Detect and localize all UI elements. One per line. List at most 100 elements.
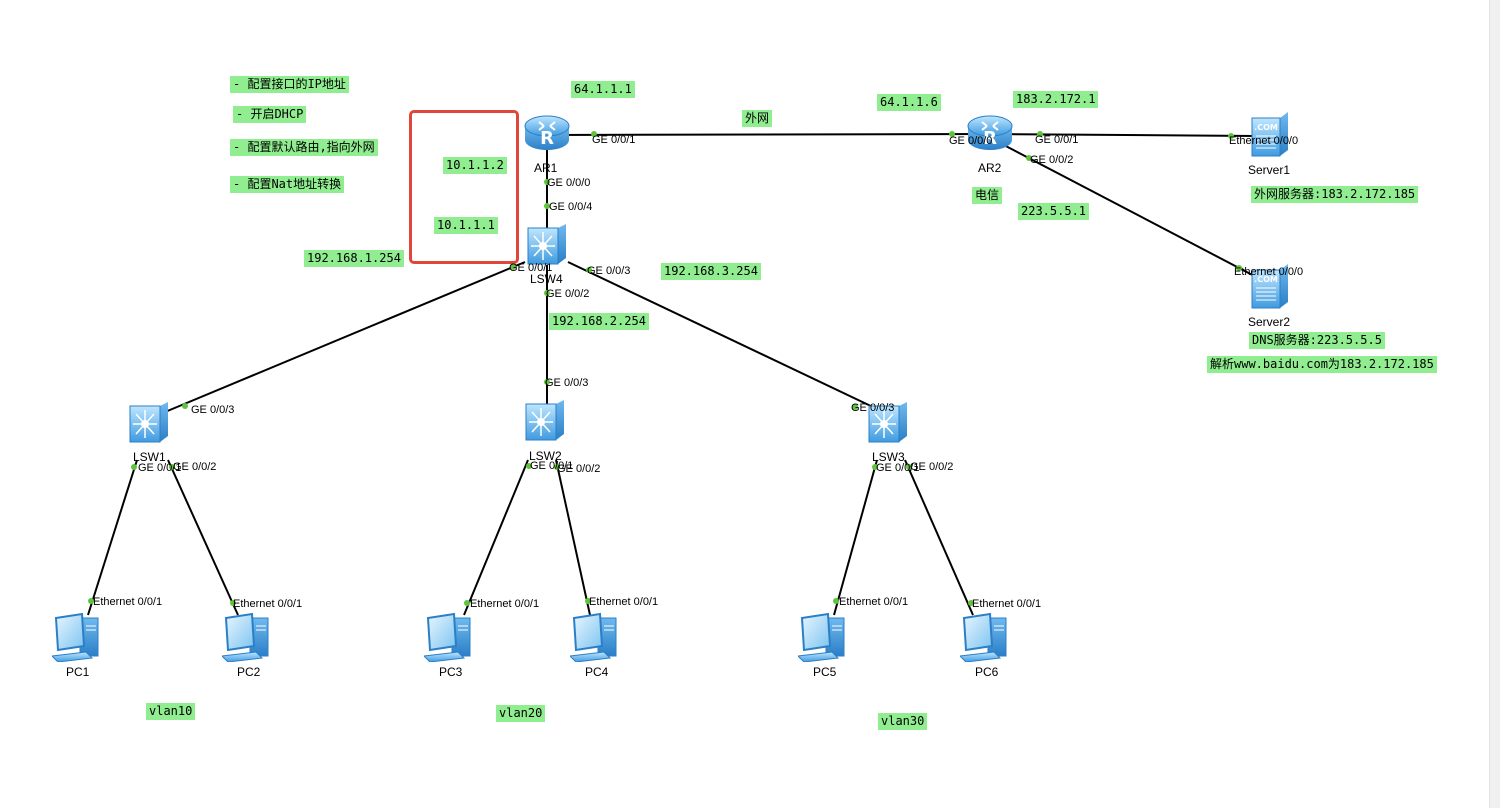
vlan10-label: vlan10 (146, 703, 196, 720)
vlan30-label: vlan30 (878, 713, 928, 730)
ip-ar1-lan: 10.1.1.2 (443, 157, 507, 174)
port-label: GE 0/0/0 (949, 135, 993, 147)
ip-vlan10-gw: 192.168.1.254 (304, 250, 404, 267)
device-label-pc2: PC2 (237, 665, 261, 679)
switch-icon[interactable] (126, 400, 172, 444)
port-dot (872, 464, 878, 470)
device-label-pc5: PC5 (813, 665, 837, 679)
zone-telecom: 电信 (972, 187, 1003, 204)
port-label: Ethernet 0/0/1 (972, 598, 1042, 610)
device-label-pc3: PC3 (439, 665, 463, 679)
port-label: GE 0/0/1 (138, 462, 182, 474)
port-label: GE 0/0/2 (1030, 154, 1074, 166)
link-ar2-server1 (989, 133, 1256, 137)
device-label-pc1: PC1 (66, 665, 90, 679)
svg-text:R: R (983, 128, 997, 149)
port-label: GE 0/0/0 (547, 177, 591, 189)
note-dns-resolve: 解析www.baidu.com为183.2.172.185 (1207, 356, 1437, 373)
port-label: GE 0/0/2 (173, 461, 217, 473)
port-label: GE 0/0/3 (851, 402, 895, 414)
note-server1: 外网服务器:183.2.172.185 (1251, 186, 1419, 203)
device-label-lsw1: LSW1 (133, 450, 166, 464)
note-default-route: - 配置默认路由,指向外网 (230, 139, 378, 156)
port-label: GE 0/0/1 (592, 134, 636, 146)
switch-icon[interactable] (865, 400, 911, 444)
port-label: GE 0/0/2 (557, 463, 601, 475)
port-label: GE 0/0/2 (546, 288, 590, 300)
port-dot (544, 379, 550, 385)
link-lsw4-lsw1 (164, 261, 526, 413)
switch-icon[interactable] (524, 222, 570, 266)
port-label: Ethernet 0/0/1 (233, 598, 303, 610)
pc-icon[interactable] (52, 612, 104, 662)
link-lsw1-pc2 (167, 459, 239, 616)
device-label-lsw2: LSW2 (529, 449, 562, 463)
port-label: Ethernet 0/0/1 (589, 596, 659, 608)
ip-lsw4-uplink: 10.1.1.1 (434, 217, 498, 234)
pc-icon[interactable] (960, 612, 1012, 662)
port-dot (88, 598, 94, 604)
port-dot (949, 131, 955, 137)
link-lsw3-pc6 (904, 459, 974, 616)
router-icon[interactable]: R (965, 108, 1015, 158)
switch-icon[interactable] (522, 398, 568, 442)
port-dot (544, 290, 550, 296)
pc-icon[interactable] (798, 612, 850, 662)
port-dot (554, 464, 560, 470)
port-dot (585, 598, 591, 604)
svg-text:.COM: .COM (1254, 123, 1278, 132)
port-dot (1228, 133, 1234, 139)
server-icon[interactable]: .COM (1248, 262, 1292, 312)
link-lsw4-lsw3 (567, 261, 876, 409)
port-label: GE 0/0/3 (545, 377, 589, 389)
port-dot (544, 203, 550, 209)
pc-icon[interactable] (570, 612, 622, 662)
port-dot (464, 600, 470, 606)
port-label: GE 0/0/1 (876, 462, 920, 474)
note-enable-dhcp: - 开启DHCP (233, 106, 307, 123)
ip-ar1-wan: 64.1.1.1 (571, 81, 635, 98)
port-dot (1037, 131, 1043, 137)
server-icon[interactable]: .COM (1248, 110, 1292, 160)
device-label-pc6: PC6 (975, 665, 999, 679)
device-label-lsw3: LSW3 (872, 450, 905, 464)
port-label: GE 0/0/3 (587, 265, 631, 277)
link-lsw2-pc4 (555, 459, 591, 616)
link-lsw1-pc1 (87, 459, 138, 616)
svg-text:R: R (540, 128, 554, 149)
device-label-server2: Server2 (1248, 315, 1291, 329)
link-lsw2-pc3 (463, 459, 529, 616)
port-dot (906, 464, 912, 470)
device-label-pc4: PC4 (585, 665, 609, 679)
link-lsw3-pc5 (833, 459, 878, 616)
port-dot (526, 463, 532, 469)
port-label: Ethernet 0/0/0 (1229, 135, 1299, 147)
port-label: Ethernet 0/0/1 (93, 596, 163, 608)
device-label-ar2: AR2 (978, 161, 1002, 175)
router-icon[interactable]: R (522, 108, 572, 158)
note-nat: - 配置Nat地址转换 (230, 176, 345, 193)
svg-text:.COM: .COM (1254, 275, 1278, 284)
vlan20-label: vlan20 (496, 705, 546, 722)
port-dot (852, 404, 858, 410)
port-dot (510, 264, 516, 270)
note-server2: DNS服务器:223.5.5.5 (1249, 332, 1385, 349)
port-label: GE 0/0/1 (1035, 134, 1079, 146)
port-label: GE 0/0/4 (549, 201, 593, 213)
port-dot (1026, 155, 1032, 161)
device-label-lsw4: LSW4 (530, 272, 563, 286)
port-dot (169, 464, 175, 470)
port-label: GE 0/0/3 (191, 404, 235, 416)
device-label-server1: Server1 (1248, 163, 1291, 177)
vertical-scrollbar[interactable] (1489, 0, 1500, 808)
note-config-ip: - 配置接口的IP地址 (230, 76, 349, 93)
port-label: Ethernet 0/0/1 (470, 598, 540, 610)
ip-vlan30-gw: 192.168.3.254 (661, 263, 761, 280)
pc-icon[interactable] (222, 612, 274, 662)
pc-icon[interactable] (424, 612, 476, 662)
port-dot (968, 600, 974, 606)
port-label: GE 0/0/1 (509, 262, 553, 274)
port-dot (1236, 265, 1242, 271)
